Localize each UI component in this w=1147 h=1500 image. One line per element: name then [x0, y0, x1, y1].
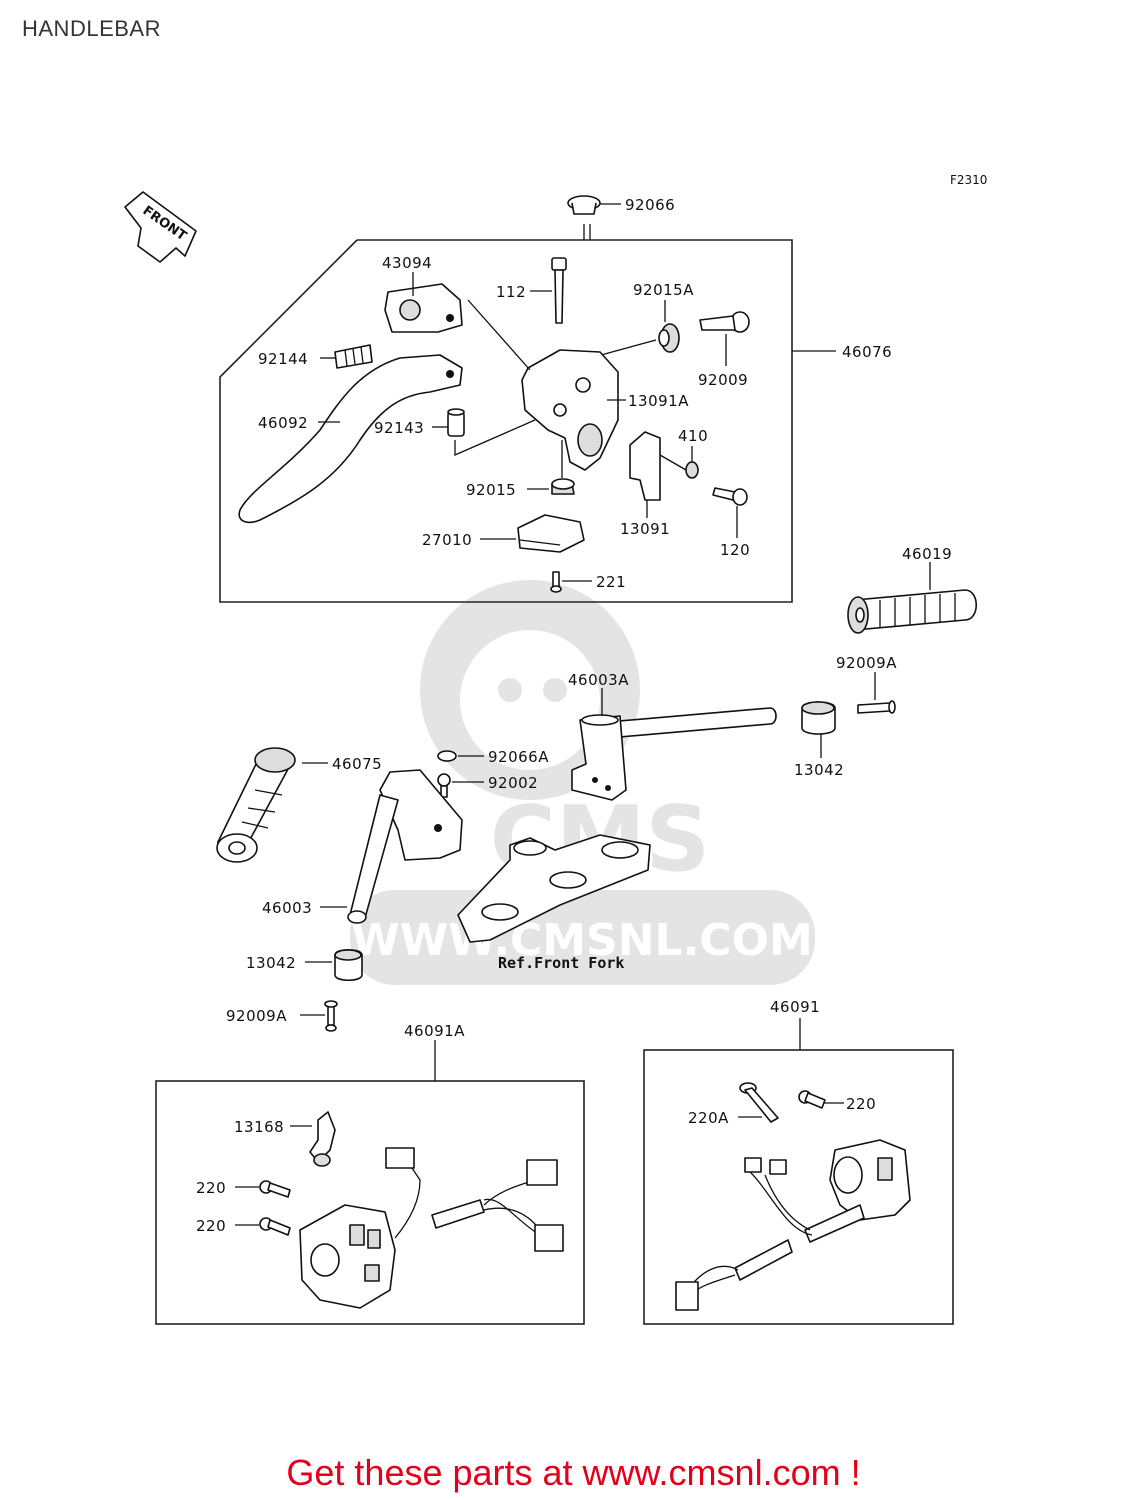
label-92009A-right: 92009A [836, 654, 897, 672]
washer-92066A [437, 750, 457, 762]
screw-220A [739, 1082, 779, 1123]
screw-92009 [699, 311, 750, 333]
label-92144: 92144 [258, 350, 308, 368]
brake-lever-46092 [238, 354, 463, 524]
label-92066A: 92066A [488, 748, 549, 766]
label-13168: 13168 [234, 1118, 284, 1136]
label-43094: 43094 [382, 254, 432, 272]
clamp-13168 [309, 1111, 336, 1167]
pivot-92143 [447, 408, 465, 437]
label-92002: 92002 [488, 774, 538, 792]
switch-27010 [517, 514, 585, 553]
front-direction-arrow: FRONT [124, 191, 197, 263]
screw-92009A-left [324, 1000, 338, 1032]
master-cylinder-body [521, 349, 619, 471]
footer-promo-text[interactable]: Get these parts at www.cmsnl.com ! [286, 1452, 861, 1493]
label-46003A: 46003A [568, 671, 629, 689]
screw-220-a [259, 1180, 291, 1198]
handlebar-46003A [571, 707, 777, 801]
right-switch-housing [675, 1139, 911, 1311]
right-switch-group-box [643, 1049, 954, 1325]
nut-92015 [551, 478, 575, 495]
lever-holder-43094 [384, 283, 463, 333]
left-switch-group-box [155, 1080, 585, 1325]
handlebar-46003 [347, 769, 463, 924]
reference-note: Ref.Front Fork [498, 954, 624, 972]
label-92066: 92066 [625, 196, 675, 214]
nut-92015A [658, 323, 680, 353]
washer-410 [685, 461, 699, 479]
label-220-c: 220 [846, 1095, 876, 1113]
bolt-112 [551, 257, 567, 324]
master-cylinder-group-box [219, 239, 793, 603]
screw-220-b [259, 1217, 291, 1236]
spring-92144 [334, 344, 373, 369]
label-46019: 46019 [902, 545, 952, 563]
label-220-b: 220 [196, 1217, 226, 1235]
grip-46019 [847, 589, 978, 634]
bolt-92002 [437, 773, 451, 798]
left-switch-housing [299, 1147, 564, 1309]
weight-13042-left [334, 948, 363, 982]
label-46092: 46092 [258, 414, 308, 432]
reservoir-cap [567, 195, 601, 215]
figure-code: F2310 [950, 173, 987, 187]
clamp-13091 [629, 431, 661, 501]
label-13091: 13091 [620, 520, 670, 538]
label-92015: 92015 [466, 481, 516, 499]
label-13042-right: 13042 [794, 761, 844, 779]
label-27010: 27010 [422, 531, 472, 549]
label-46091A: 46091A [404, 1022, 465, 1040]
bolt-120 [712, 487, 748, 506]
label-46076: 46076 [842, 343, 892, 361]
label-120: 120 [720, 541, 750, 559]
top-triple-clamp [457, 834, 651, 943]
label-92009A-left: 92009A [226, 1007, 287, 1025]
label-13091A: 13091A [628, 392, 689, 410]
page-title: HANDLEBAR [22, 16, 161, 41]
screw-221 [550, 571, 562, 593]
label-220A: 220A [688, 1109, 729, 1127]
label-92009: 92009 [698, 371, 748, 389]
label-221: 221 [596, 573, 626, 591]
grip-46075 [216, 747, 296, 863]
label-92015A: 92015A [633, 281, 694, 299]
watermark-text: WWW.CMSNL.COM [351, 915, 813, 966]
label-46091: 46091 [770, 998, 820, 1016]
label-46075: 46075 [332, 755, 382, 773]
label-46003: 46003 [262, 899, 312, 917]
label-220-a: 220 [196, 1179, 226, 1197]
label-13042-left: 13042 [246, 954, 296, 972]
screw-92009A-right [857, 700, 896, 714]
label-410: 410 [678, 427, 708, 445]
screw-220-c [798, 1090, 826, 1109]
weight-13042-right [801, 701, 836, 735]
label-92143: 92143 [374, 419, 424, 437]
label-112: 112 [496, 283, 526, 301]
